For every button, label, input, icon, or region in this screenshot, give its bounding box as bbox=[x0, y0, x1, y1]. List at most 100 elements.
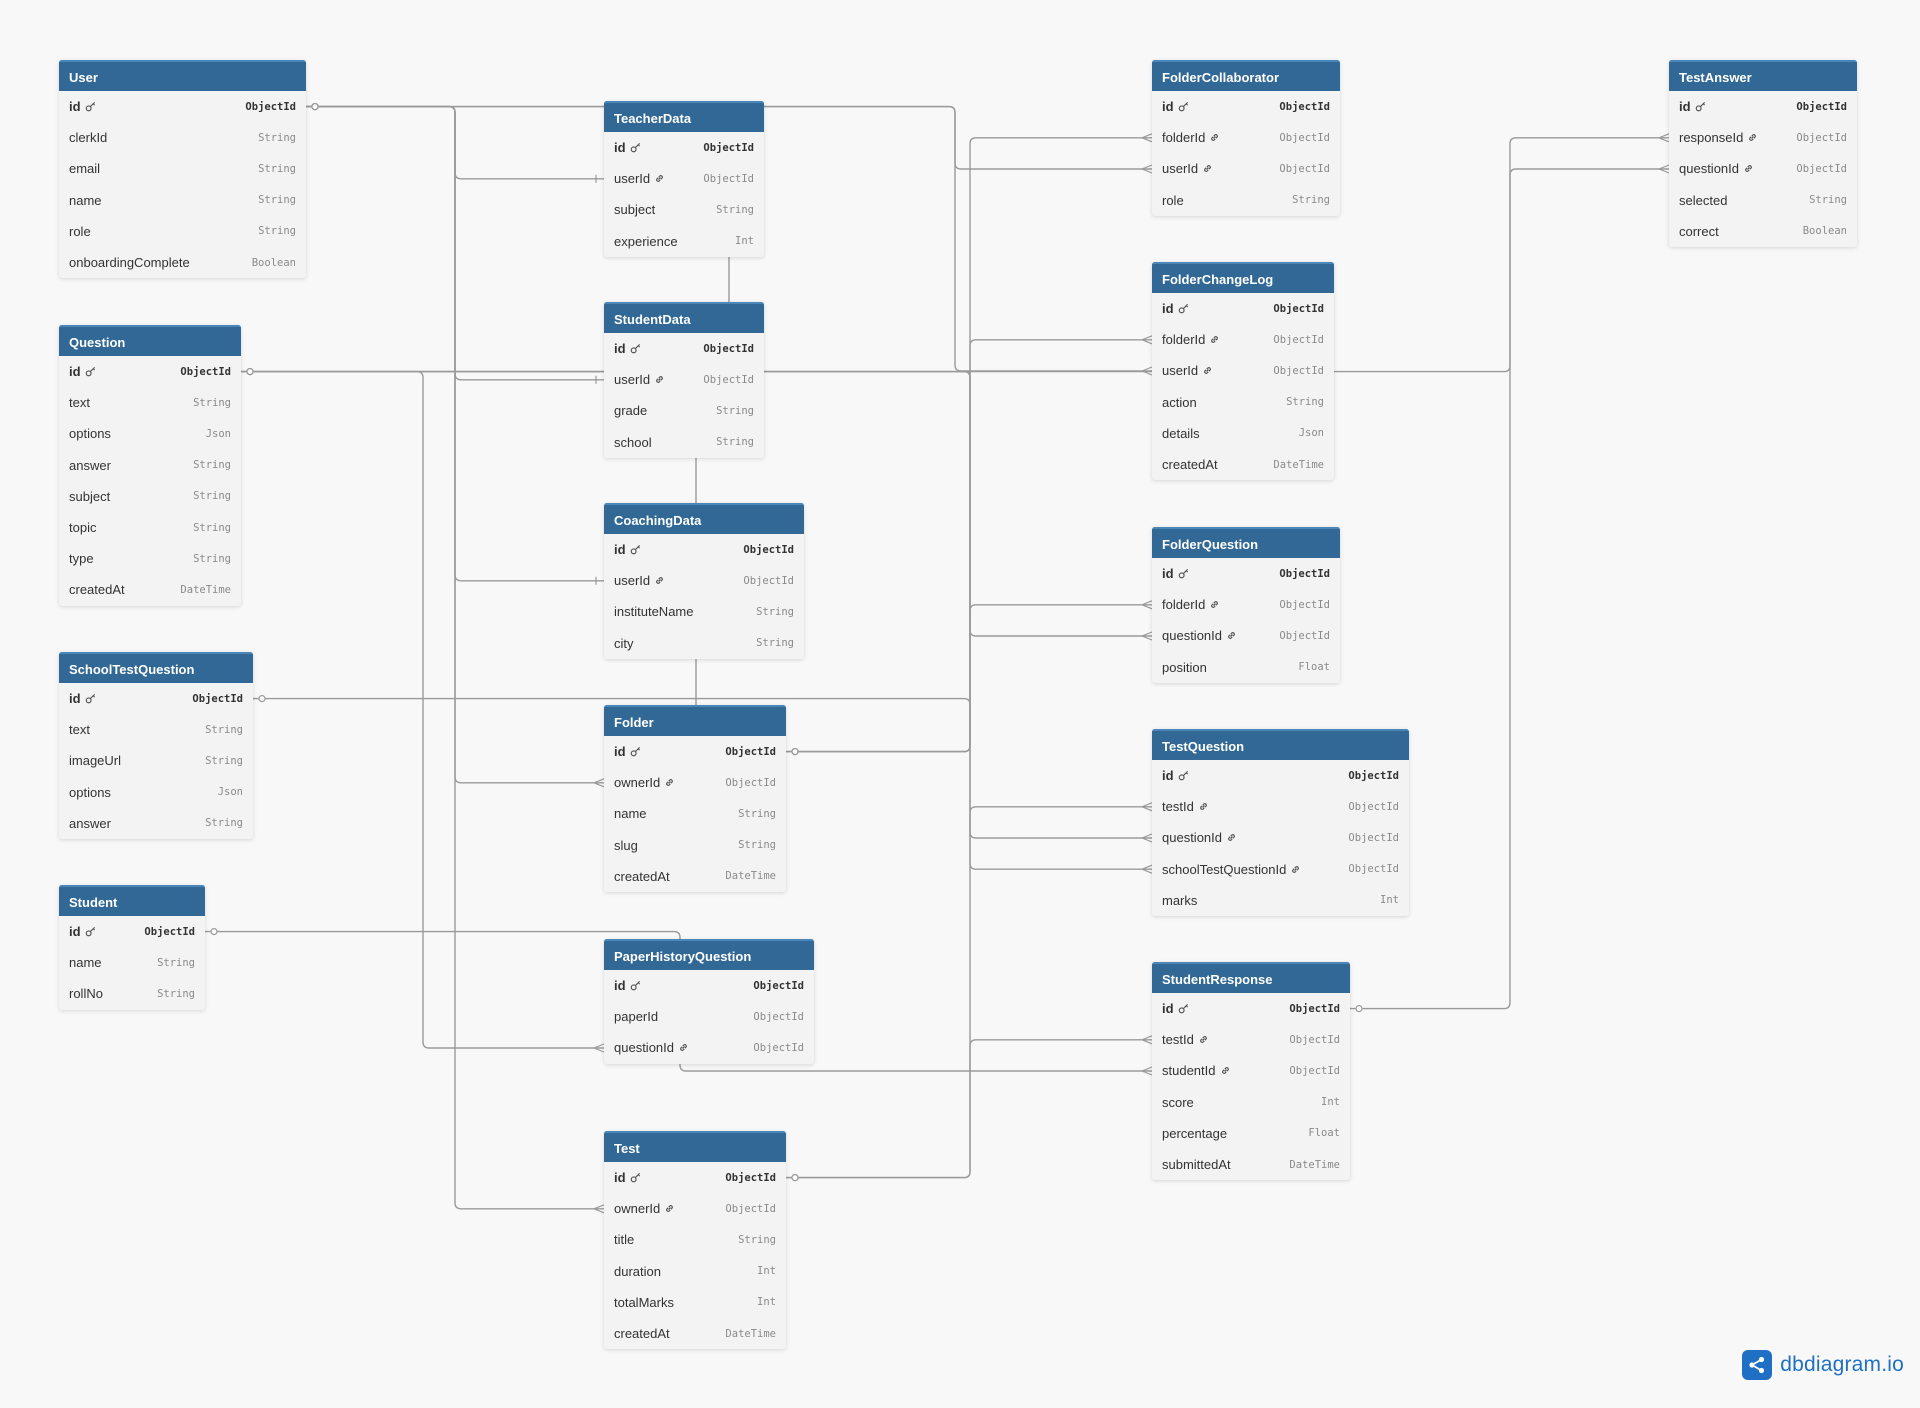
table-header[interactable]: StudentData bbox=[604, 302, 764, 333]
table-header[interactable]: FolderChangeLog bbox=[1152, 262, 1334, 293]
relationship-line[interactable] bbox=[306, 105, 604, 180]
relationship-line[interactable] bbox=[306, 105, 604, 1210]
relationship-line[interactable] bbox=[241, 370, 604, 1049]
table-header[interactable]: CoachingData bbox=[604, 503, 804, 534]
table-header[interactable]: Folder bbox=[604, 705, 786, 736]
relationship-line[interactable] bbox=[786, 137, 1152, 753]
table-header[interactable]: PaperHistoryQuestion bbox=[604, 939, 814, 970]
table-header[interactable]: FolderCollaborator bbox=[1152, 60, 1340, 91]
table-header[interactable]: User bbox=[59, 60, 306, 91]
relationship-line[interactable] bbox=[786, 806, 1152, 1179]
table-header[interactable]: SchoolTestQuestion bbox=[59, 652, 253, 683]
table-header[interactable]: TeacherData bbox=[604, 101, 764, 132]
table-header[interactable]: Student bbox=[59, 885, 205, 916]
relationship-line[interactable] bbox=[241, 168, 1669, 373]
relationship-line[interactable] bbox=[306, 105, 604, 582]
relationship-line[interactable] bbox=[306, 105, 604, 784]
relationship-line[interactable] bbox=[306, 105, 604, 381]
table-header[interactable]: FolderQuestion bbox=[1152, 527, 1340, 558]
relationship-line[interactable] bbox=[786, 339, 1152, 753]
relationship-line[interactable] bbox=[786, 604, 1152, 753]
relationship-line[interactable] bbox=[786, 1039, 1152, 1179]
